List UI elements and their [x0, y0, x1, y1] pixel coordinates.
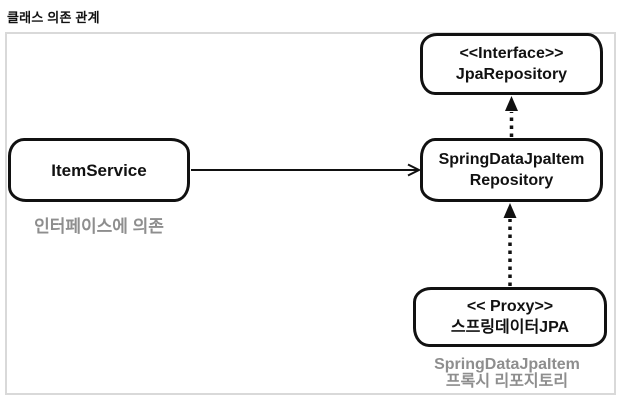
arrow-proxy-to-repository: [503, 203, 517, 286]
node-spring-data-jpa-item-repository-name-line1: SpringDataJpaItem: [438, 151, 585, 168]
arrow-repository-to-jpa-repository: [505, 96, 518, 137]
open-arrowhead-icon: [407, 163, 422, 177]
arrow-item-service-to-repository: [191, 163, 422, 177]
node-item-service: ItemService: [8, 138, 190, 202]
node-spring-data-jpa-item-repository: SpringDataJpaItem Repository: [420, 138, 603, 202]
caption-interface-dependency: 인터페이스에 의존: [34, 217, 164, 236]
filled-arrowhead-icon: [503, 203, 517, 218]
caption-proxy-repository: SpringDataJpaItem 프록시 리포지토리: [400, 356, 614, 390]
filled-arrowhead-icon: [505, 96, 518, 111]
node-spring-data-jpa-item-repository-name-line2: Repository: [469, 172, 554, 189]
node-proxy-name: 스프링데이터JPA: [450, 319, 570, 336]
node-jpa-repository-name: JpaRepository: [455, 66, 568, 83]
node-proxy-stereotype: << Proxy>>: [466, 298, 554, 315]
caption-proxy-repository-line1: SpringDataJpaItem: [434, 356, 580, 373]
node-proxy: << Proxy>> 스프링데이터JPA: [413, 287, 607, 347]
caption-proxy-repository-line2: 프록시 리포지토리: [445, 373, 569, 390]
node-jpa-repository-stereotype: <<Interface>>: [459, 45, 564, 62]
page-title: 클래스 의존 관계: [7, 10, 100, 25]
node-jpa-repository: <<Interface>> JpaRepository: [420, 33, 603, 95]
node-item-service-name: ItemService: [51, 160, 147, 180]
